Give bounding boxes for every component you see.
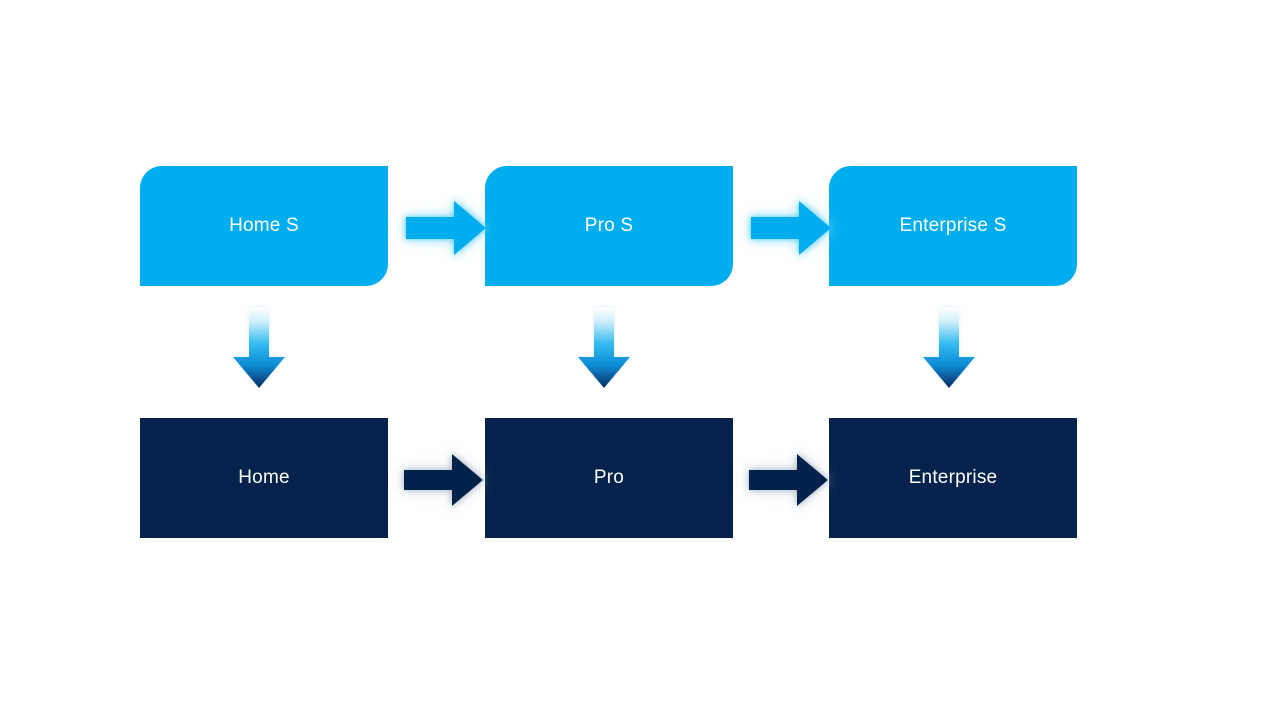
- down-arrow-icon: [228, 305, 290, 391]
- node-label: Pro: [593, 466, 625, 488]
- down-arrow-icon: [573, 305, 635, 391]
- node-label: Home S: [229, 214, 299, 236]
- node-enterprise[interactable]: Enterprise: [829, 418, 1077, 538]
- node-label: Home: [238, 466, 290, 488]
- node-label: Enterprise S: [899, 214, 1007, 236]
- right-arrow-icon: [400, 449, 486, 511]
- right-arrow-icon: [404, 197, 488, 259]
- node-home-s[interactable]: Home S: [140, 166, 388, 286]
- down-arrow-icon: [918, 305, 980, 391]
- node-pro-s[interactable]: Pro S: [485, 166, 733, 286]
- node-pro[interactable]: Pro: [485, 418, 733, 538]
- node-label: Pro S: [584, 214, 634, 236]
- right-arrow-icon: [749, 197, 833, 259]
- node-enterprise-s[interactable]: Enterprise S: [829, 166, 1077, 286]
- right-arrow-icon: [745, 449, 831, 511]
- node-label: Enterprise: [908, 466, 998, 488]
- node-home[interactable]: Home: [140, 418, 388, 538]
